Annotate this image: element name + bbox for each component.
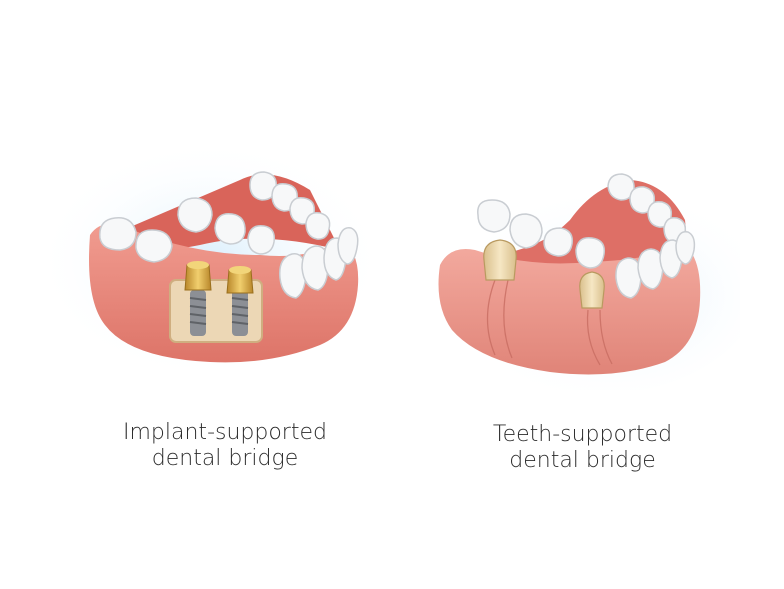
root-lines (486, 279, 613, 366)
teeth-bridge-drawing (430, 173, 740, 390)
caption-line: dental bridge (509, 448, 656, 473)
teeth-bridge-illustration (420, 150, 740, 390)
tooth-icon (477, 199, 605, 269)
abutment-icon (483, 239, 605, 309)
implant-bridge-illustration (40, 140, 380, 380)
implant-bridge-caption: Implant-supported dental bridge (90, 420, 360, 472)
tooth-icon (99, 197, 276, 263)
tooth-icon (607, 173, 696, 299)
caption-line: dental bridge (151, 446, 299, 471)
implant-bridge-drawing (40, 140, 380, 380)
implant-icon (184, 261, 254, 336)
teeth-bridge-caption: Teeth-supported dental bridge (450, 422, 715, 474)
caption-line: Implant-supported (123, 420, 327, 445)
caption-line: Teeth-supported (492, 422, 673, 447)
tooth-icon (249, 171, 359, 299)
